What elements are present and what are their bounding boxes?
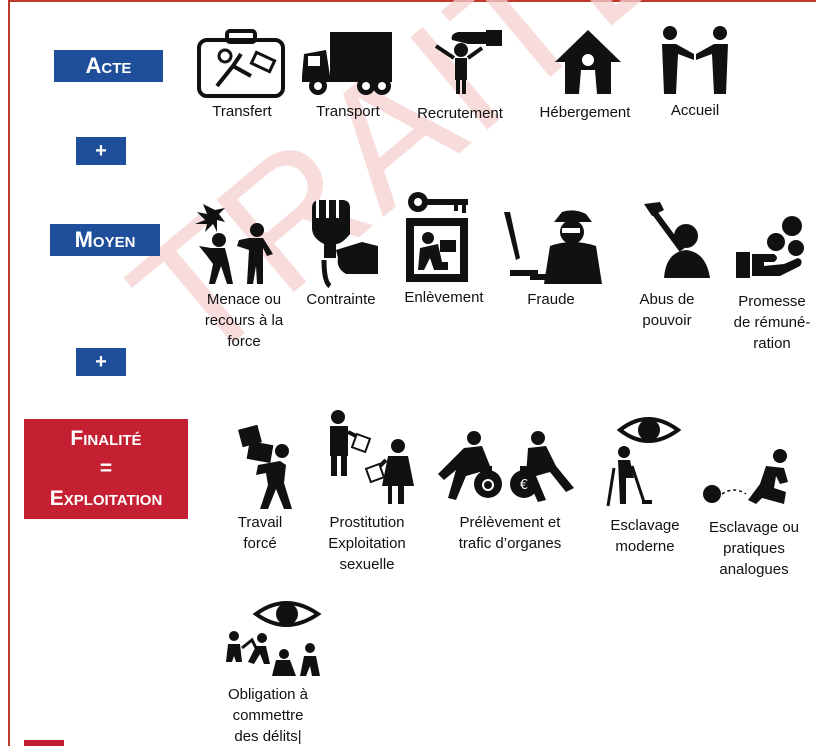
plus-sign-1: +	[76, 137, 126, 165]
finalite-line-2: =	[99, 457, 113, 480]
abuse-power-icon	[630, 200, 712, 282]
caption-organes: Prélèvement et trafic d’organes	[440, 512, 580, 554]
caption-hebergement: Hébergement	[539, 104, 631, 121]
caption-travail: Travail forcé	[222, 512, 298, 554]
caption-travail-text: Travail forcé	[237, 514, 283, 552]
finalite-line-1: Finalité	[70, 427, 142, 450]
svg-text:€: €	[520, 478, 528, 493]
caption-esclavage-moderne-text: Esclavage moderne	[610, 517, 680, 555]
kidnapping-icon	[404, 190, 470, 286]
caption-promesse-text: Promesse de rémuné- ration	[733, 293, 811, 352]
caption-delits-text: Obligation à commettre des délits|	[227, 686, 309, 745]
caption-delits: Obligation à commettre des délits|	[216, 684, 320, 746]
caption-accueil: Accueil	[670, 102, 720, 119]
forced-crime-icon	[220, 596, 324, 680]
caption-enlevement: Enlèvement	[404, 289, 484, 306]
transport-truck-icon	[300, 30, 395, 98]
prostitution-icon	[322, 408, 416, 506]
caption-menace-text: Menace ou recours à la force	[204, 291, 284, 350]
top-border	[8, 0, 816, 2]
caption-esclavage-moderne: Esclavage moderne	[600, 515, 690, 557]
plus-sign-2: +	[76, 348, 126, 376]
caption-prostitution: Prostitution Exploitation sexuelle	[312, 512, 422, 575]
finalite-label: Finalité = Exploitation	[24, 419, 188, 519]
forced-labor-icon	[232, 425, 298, 511]
caption-transfert: Transfert	[212, 103, 272, 120]
finalite-line-3: Exploitation	[49, 487, 163, 510]
slavery-practices-icon	[700, 448, 796, 508]
caption-recrutement: Recrutement	[417, 105, 503, 122]
housing-icon	[553, 28, 623, 96]
caption-fraude: Fraude	[527, 291, 575, 308]
caption-esclavage-pratiques: Esclavage ou pratiques analogues	[700, 517, 808, 580]
corner-mark	[24, 740, 64, 746]
caption-organes-text: Prélèvement et trafic d’organes	[458, 514, 562, 552]
caption-esclavage-pratiques-text: Esclavage ou pratiques analogues	[708, 519, 800, 578]
caption-prostitution-text: Prostitution Exploitation sexuelle	[328, 514, 406, 573]
recruitment-icon	[428, 26, 506, 96]
fraud-hacker-icon	[500, 208, 604, 286]
transfer-icon	[195, 28, 287, 100]
promise-payment-icon	[734, 214, 808, 280]
welcome-handshake-icon	[656, 24, 734, 96]
caption-menace: Menace ou recours à la force	[195, 289, 293, 352]
acte-label: Acte	[54, 50, 163, 82]
caption-abus-text: Abus de pouvoir	[639, 291, 695, 329]
modern-slavery-icon	[602, 410, 682, 508]
caption-promesse: Promesse de rémuné- ration	[732, 291, 812, 354]
caption-contrainte: Contrainte	[306, 291, 376, 308]
organ-trafficking-icon: €	[430, 430, 582, 504]
moyen-label: Moyen	[50, 224, 160, 256]
caption-transport: Transport	[316, 103, 380, 120]
threat-force-icon	[193, 200, 281, 286]
constraint-fist-icon	[302, 198, 380, 288]
left-border	[8, 0, 10, 746]
caption-abus: Abus de pouvoir	[626, 289, 708, 331]
